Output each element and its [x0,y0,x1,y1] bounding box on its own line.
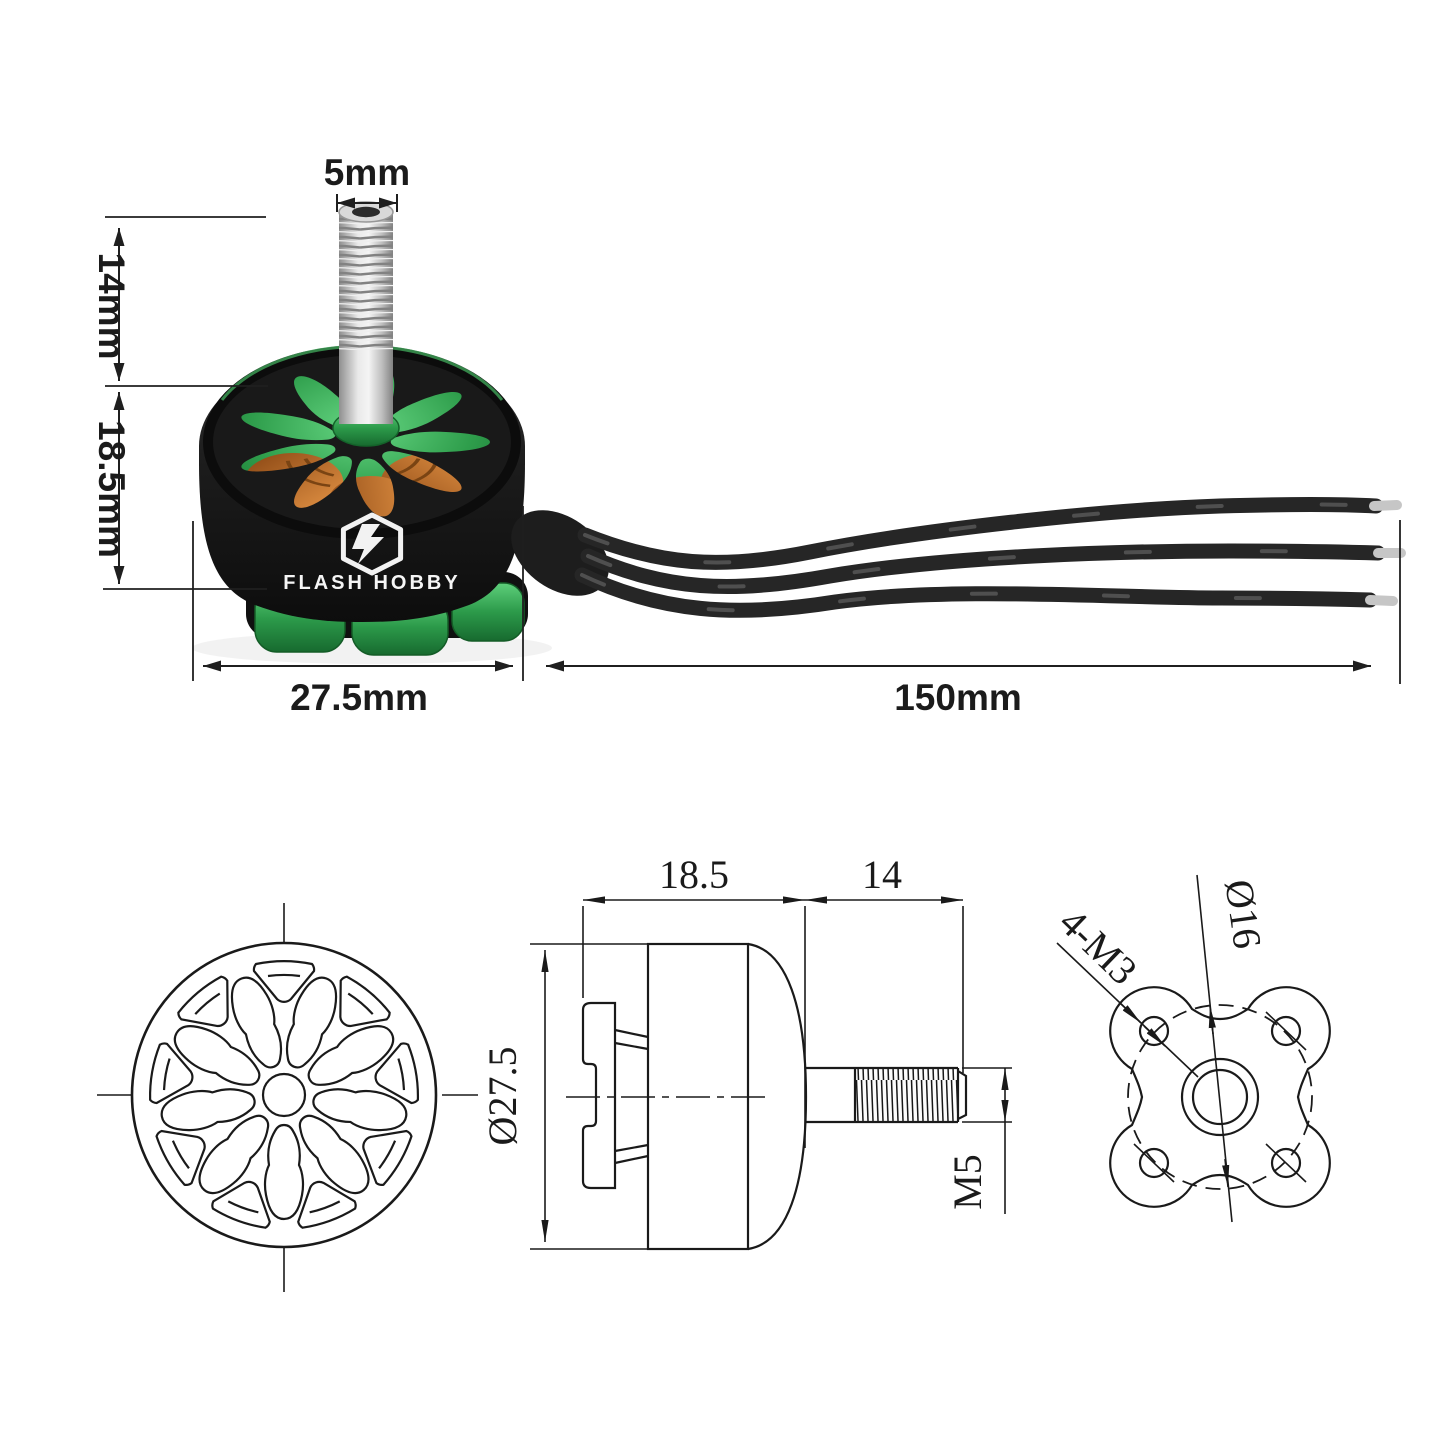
dim-label-bolt-circle: Ø16 [1216,877,1270,951]
bolt-circle [1127,1004,1313,1190]
wire-tip [1365,595,1398,606]
brand-hexagon-icon [340,512,404,576]
body-dome [747,942,808,1251]
photo-dimensions: 5mm 14mm 18.5mm 27.5mm 150mm [91,152,1401,718]
shaft-outline [806,1066,968,1124]
dim-label-shaft-length: 14 [862,852,902,897]
dim-label-body-width: 18.5 [659,852,729,897]
dim-shaft-length: 14mm [91,228,132,381]
dim-shaft-diameter: 5mm [324,152,410,212]
front-view [97,903,478,1292]
mount-hole [1138,1015,1170,1047]
dim-label-5mm: 5mm [324,152,410,193]
brand-logo-text: FLASH HOBBY [283,572,460,594]
motor-shaft [332,201,400,447]
shaft-threads [339,216,393,350]
dim-label-shaft-thread: M5 [945,1154,990,1210]
center-bore-outer [1180,1057,1260,1137]
dim-body-height: 18.5mm [91,392,132,584]
dim-label-150mm: 150mm [894,677,1022,718]
mount-hole [1270,1015,1302,1047]
dim-label-mount-holes: 4-M3 [1051,899,1146,993]
wire [577,497,1384,570]
bell-cutouts [145,960,423,1233]
motor-photo: FLASH HOBBY [192,201,1406,664]
cad-drawings: 18.5 14 Ø27.5 M5 [97,852,1331,1292]
shaft-thread-hatch [855,1068,958,1122]
dim-body-diameter: 27.5mm [192,506,524,718]
wire-tip [1369,500,1402,511]
brand-logo: FLASH HOBBY [283,512,460,594]
dim-label-14mm: 14mm [91,253,132,360]
mount-view-leaders [1056,874,1307,1223]
dim-label-18-5mm: 18.5mm [91,420,132,558]
motor-wires [511,497,1406,618]
mount-view: Ø16 4-M3 [1051,874,1331,1223]
mount-hole [1270,1147,1302,1179]
mount-base-outline [1109,986,1331,1208]
center-bore-inner [1191,1068,1249,1126]
shaft-hole [352,206,380,218]
dim-label-27-5mm: 27.5mm [290,677,428,718]
mount-hole [1138,1147,1170,1179]
dim-label-body-diameter: Ø27.5 [480,1047,525,1146]
side-view-dimensions [530,896,1012,1250]
side-view: 18.5 14 Ø27.5 M5 [480,852,1012,1251]
shaft-hole-outline [261,1072,307,1118]
mount-plate-profile [581,1001,617,1190]
dim-wire-length: 150mm [546,520,1401,718]
